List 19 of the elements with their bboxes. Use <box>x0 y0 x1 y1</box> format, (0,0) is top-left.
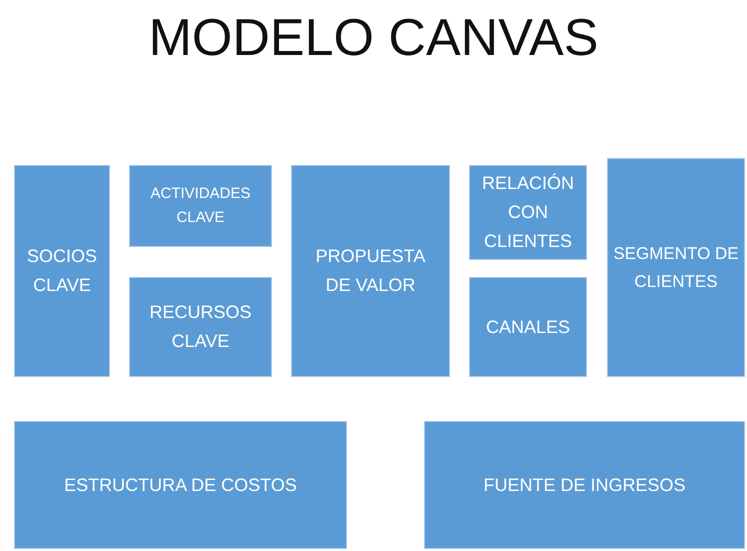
block-label: RELACIÓN CON CLIENTES <box>480 172 576 253</box>
block-label: CANALES <box>484 316 572 339</box>
diagram-title: MODELO CANVAS <box>148 8 600 68</box>
block-label: ACTIVIDADES CLAVE <box>149 184 252 228</box>
cost-structure-block <box>14 421 347 549</box>
block-label: FUENTE DE INGRESOS <box>482 474 687 497</box>
block-label: PROPUESTA DE VALOR <box>314 245 426 297</box>
value-proposition-block <box>291 165 450 377</box>
block-label: SEGMENTO DE CLIENTES <box>612 243 740 292</box>
partner-block <box>14 165 110 377</box>
customer-segment-block <box>607 158 745 377</box>
channel-block <box>469 277 587 377</box>
revenue-stream-block <box>424 421 745 549</box>
block-label: SOCIOS CLAVE <box>26 245 98 297</box>
resource-block <box>129 277 272 377</box>
block-label: ESTRUCTURA DE COSTOS <box>63 474 298 497</box>
customer-relationship-block <box>469 165 587 260</box>
block-label: RECURSOS CLAVE <box>148 301 252 353</box>
activity-block <box>129 165 272 247</box>
